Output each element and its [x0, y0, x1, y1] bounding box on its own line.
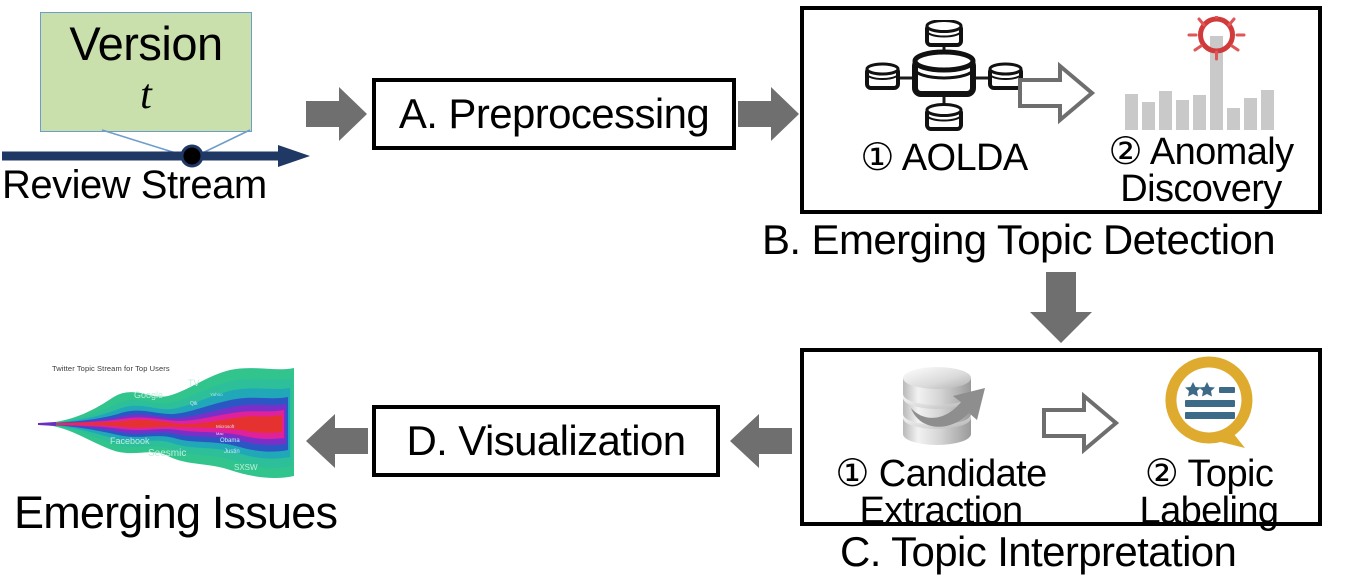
- arrow-interpretation-to-visualization-icon: [730, 414, 792, 468]
- stage-c-step-2-number: ②: [1144, 453, 1179, 495]
- stage-b-step-2-label-line1: Anomaly: [1149, 131, 1294, 173]
- streamgraph-label-qik: Qik: [190, 401, 198, 407]
- stage-c-step-2-label-line2: Labeling: [1139, 490, 1279, 533]
- stage-a-preprocessing-box[interactable]: A. Preprocessing: [372, 78, 736, 150]
- stage-c-step-1-label-line2: Extraction: [859, 490, 1024, 533]
- stage-d-visualization-box[interactable]: D. Visualization: [372, 405, 720, 477]
- stage-c-step-2-label-line1: Topic: [1187, 453, 1274, 495]
- twitter-topic-streamgraph: TV Google Yahoo Qik Facebook Seesmic Mic…: [38, 358, 316, 486]
- stage-b-step-1-label: AOLDA: [901, 137, 1028, 179]
- review-stream-label: Review Stream: [2, 163, 267, 207]
- emerging-issues-label: Emerging Issues: [14, 487, 338, 538]
- version-callout-title: Version: [69, 17, 223, 70]
- stage-a-label: A. Preprocessing: [398, 90, 710, 137]
- arrow-stream-to-preprocessing-icon: [306, 87, 367, 141]
- stage-b-caption: B. Emerging Topic Detection: [762, 216, 1276, 263]
- arrow-visualization-to-output-icon: [306, 414, 368, 468]
- stage-c-step-1: ① Candidate Extraction: [816, 358, 1066, 530]
- version-callout-subscript: t: [140, 72, 152, 118]
- stage-b-step-2-number: ②: [1108, 131, 1143, 173]
- streamgraph-label-tv: TV: [188, 378, 200, 388]
- stage-d-label: D. Visualization: [406, 417, 686, 464]
- streamgraph-label-microsoft: Microsoft: [216, 424, 235, 429]
- streamgraph-title: Twitter Topic Stream for Top Users: [52, 364, 170, 373]
- arrow-preprocessing-to-detection-icon: [738, 87, 799, 141]
- stage-b-step-1-number: ①: [860, 137, 894, 179]
- review-stream-timeline-icon: [2, 144, 310, 168]
- database-extract-icon: [903, 367, 985, 445]
- streamgraph-label-yahoo: Yahoo: [210, 392, 223, 397]
- streamgraph-label-mac: Mac: [216, 431, 224, 436]
- topic-label-bubble-icon: [1165, 356, 1253, 448]
- stage-c-step-1-number: ①: [835, 453, 869, 495]
- streamgraph-label-facebook: Facebook: [110, 436, 150, 446]
- anomaly-bar-chart-icon: [1125, 16, 1274, 130]
- streamgraph-label-obama: Obama: [220, 438, 240, 444]
- stage-b-inner-arrow-icon: [1018, 61, 1096, 125]
- stage-c-step-1-label-line1: Candidate: [878, 453, 1047, 495]
- stage-c-step-2: ② Topic Labeling: [1104, 356, 1314, 530]
- stage-c-interpretation-box[interactable]: ① Candidate Extraction: [800, 348, 1322, 530]
- streamgraph-label-justin: Justin: [224, 449, 240, 455]
- stage-c-inner-arrow-icon: [1042, 391, 1120, 455]
- stage-c-caption: C. Topic Interpretation: [840, 528, 1237, 575]
- arrow-detection-to-interpretation-icon: [1030, 272, 1092, 343]
- streamgraph-label-seesmic: Seesmic: [148, 448, 186, 459]
- stage-b-step-2-label-line2: Discovery: [1120, 168, 1282, 211]
- stage-b-detection-box[interactable]: ① AOLDA: [800, 6, 1322, 214]
- streamgraph-label-sxsw: SXSW: [234, 463, 258, 472]
- stage-b-step-2: ② Anomaly Discovery: [1086, 16, 1316, 208]
- stage-b-step-1: ① AOLDA: [834, 20, 1054, 177]
- streamgraph-label-google: Google: [134, 390, 163, 400]
- streamgraph-svg: TV Google Yahoo Qik Facebook Seesmic Mic…: [38, 368, 294, 478]
- version-callout-box: Version t: [40, 12, 252, 132]
- distributed-database-icon: [865, 20, 1023, 131]
